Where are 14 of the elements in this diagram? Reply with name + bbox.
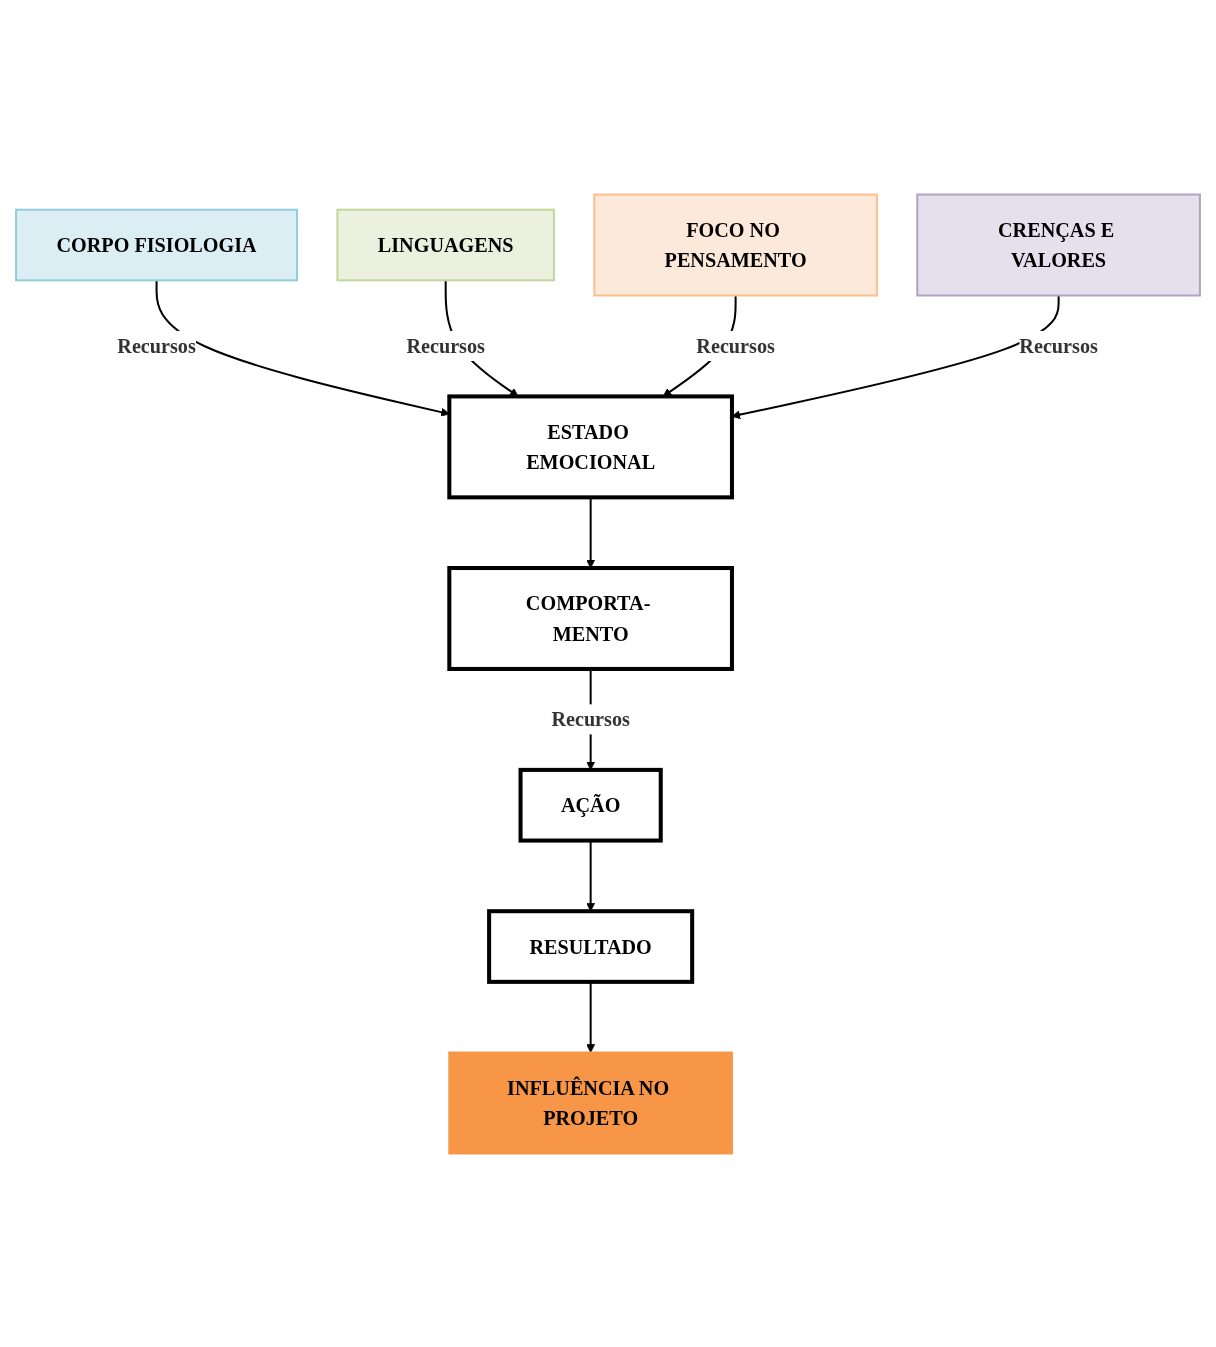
node-box: CORPO FISIOLOGIA: [15, 208, 299, 281]
node-box: FOCO NO PENSAMENTO: [593, 193, 878, 296]
edge-label: Recursos: [696, 334, 775, 357]
node-box: INFLUÊNCIA NO PROJETO: [448, 1051, 733, 1154]
node-box: AÇÃO: [518, 767, 663, 843]
edge-label: Recursos: [406, 334, 485, 357]
node-box: CRENÇAS E VALORES: [916, 193, 1201, 296]
node-box: RESULTADO: [487, 908, 695, 984]
node-box: COMPORTA- MENTO: [447, 565, 734, 671]
node-box: LINGUAGENS: [336, 208, 555, 281]
edge-label: Recursos: [117, 334, 196, 357]
node-box: ESTADO EMOCIONAL: [447, 393, 734, 499]
edge-label: Recursos: [551, 707, 630, 731]
edge-label: Recursos: [1019, 334, 1098, 357]
